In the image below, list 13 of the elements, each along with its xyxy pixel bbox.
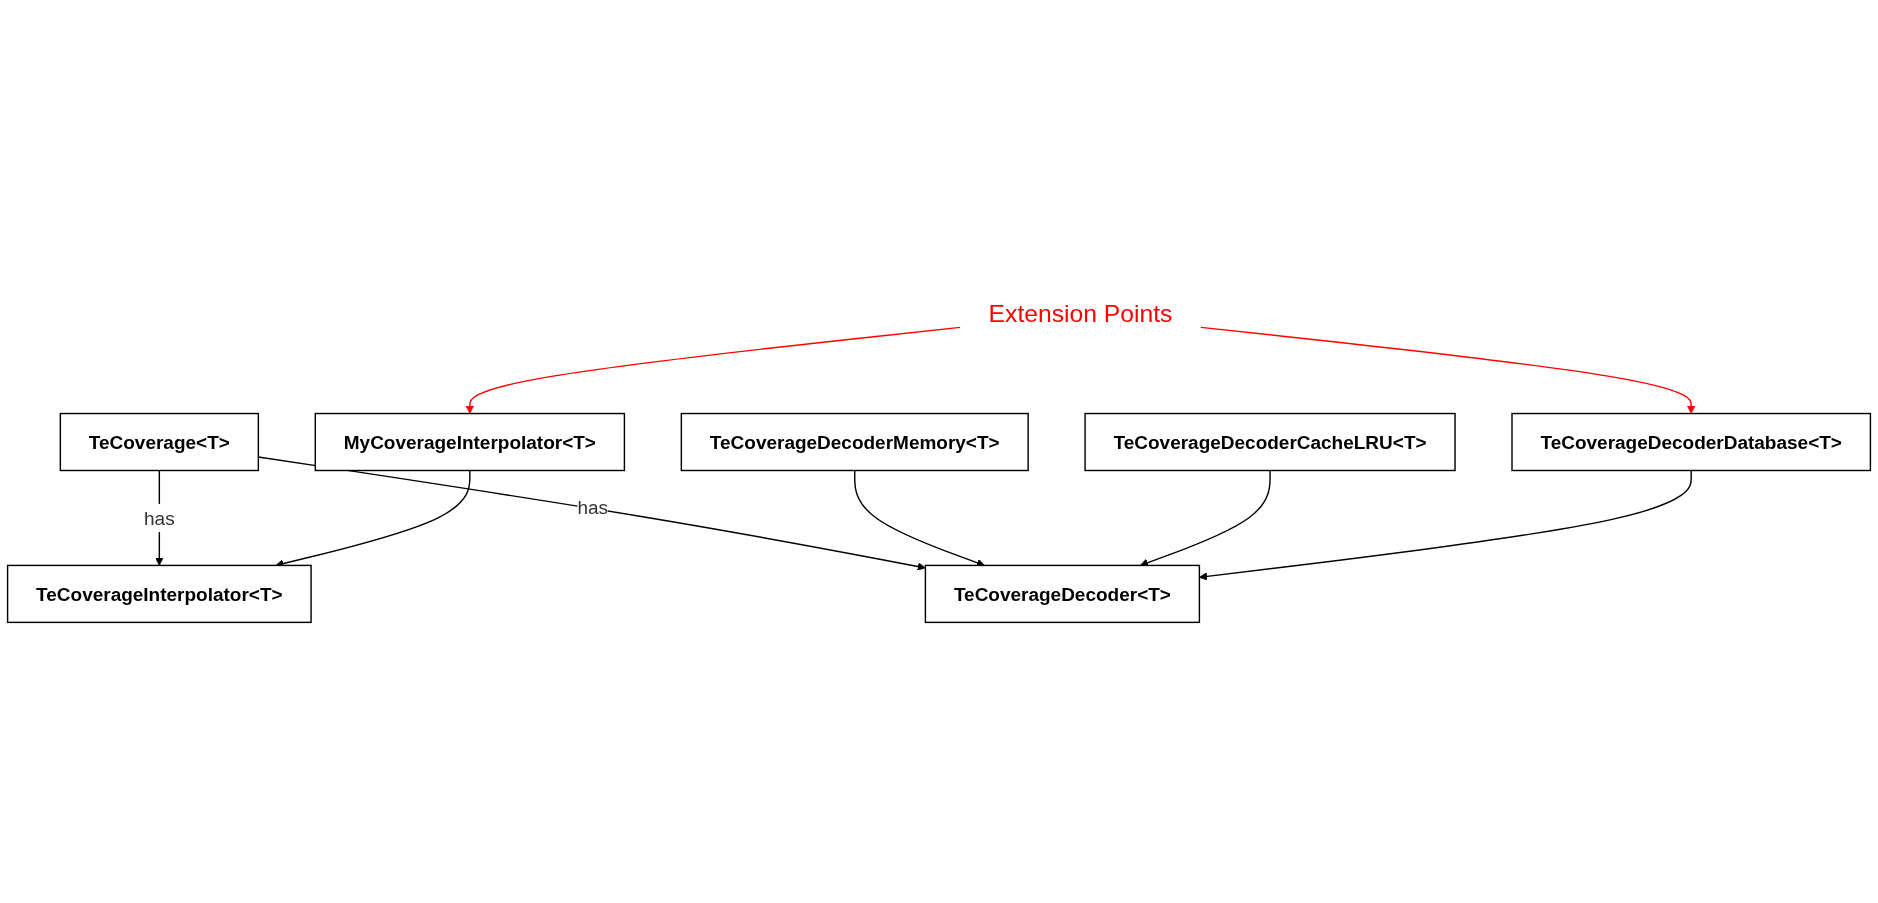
node-box: TeCoverage<T> <box>59 412 260 471</box>
node-box: MyCoverageInterpolator<T> <box>314 412 626 471</box>
node-text: Extension Points <box>988 299 1173 328</box>
edge-label: has <box>144 507 175 528</box>
arrow <box>1200 326 1696 414</box>
node-box: TeCoverageDecoder<T> <box>924 564 1201 623</box>
node-box: TeCoverageDecoderDatabase<T> <box>1511 412 1872 471</box>
node-box: TeCoverageDecoderMemory<T> <box>680 412 1029 471</box>
node-box: TeCoverageInterpolator<T> <box>6 564 312 623</box>
arrow <box>465 326 961 414</box>
arrow <box>1199 469 1692 581</box>
node-box: TeCoverageDecoderCacheLRU<T> <box>1084 412 1456 471</box>
edge-label: has <box>577 496 609 518</box>
